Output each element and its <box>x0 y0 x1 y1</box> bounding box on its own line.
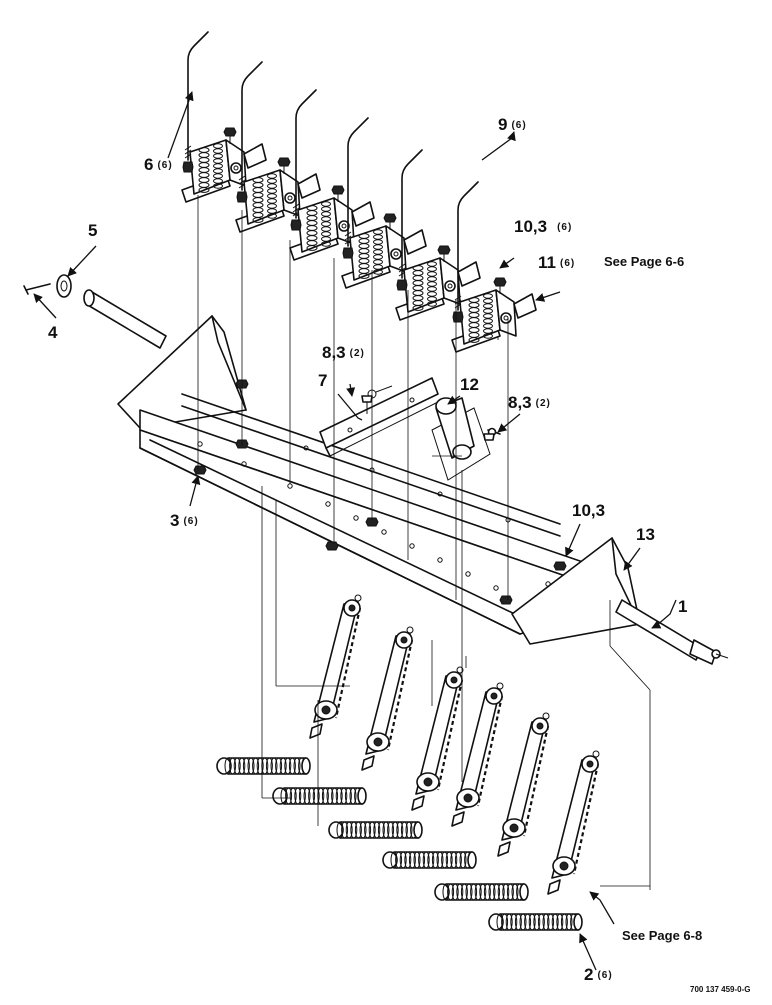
shaft-left <box>23 274 167 349</box>
shaft-right <box>615 599 729 665</box>
tine-rod <box>290 89 317 231</box>
see-page-6-6: See Page 6-6 <box>604 254 684 269</box>
hinge-arms <box>309 594 600 895</box>
coil-spring <box>216 757 311 775</box>
callout-1: 1 <box>678 597 687 616</box>
coil-spring <box>434 883 529 901</box>
hinge-arm <box>411 666 464 811</box>
hinge-arm <box>309 594 362 739</box>
hinge-arm <box>547 750 600 895</box>
callout-8-3-upper: 8,3(2) <box>322 343 365 362</box>
callout-10-3-lower: 10,3 <box>572 501 605 520</box>
coil-spring <box>382 851 477 869</box>
coil-spring <box>488 913 583 931</box>
callout-13: 13 <box>636 525 655 544</box>
coil-spring <box>272 787 367 805</box>
hinge-arm <box>497 712 550 857</box>
callout-12: 12 <box>460 375 479 394</box>
callout-9: 9(6) <box>498 115 527 134</box>
callout-2: 2(6) <box>584 965 613 984</box>
callout-labels: 1 2(6) 3(6) 4 5 6(6) 7 8,3(2) 8,3(2) 9(6… <box>48 115 751 994</box>
callout-6: 6(6) <box>144 155 173 174</box>
spring-holder <box>341 213 427 289</box>
callout-7: 7 <box>318 371 327 390</box>
spring-holder <box>235 157 321 233</box>
tine-rod <box>342 117 369 259</box>
tine-rod <box>452 181 479 323</box>
spring-holder-assemblies <box>181 127 537 353</box>
tine-rods <box>182 31 479 323</box>
callout-8-3-lower: 8,3(2) <box>508 393 551 412</box>
spring-holder <box>181 127 267 203</box>
spring-holder <box>395 245 481 321</box>
callout-5: 5 <box>88 221 97 240</box>
spring-holder <box>289 185 375 261</box>
spring-holder <box>451 277 537 353</box>
callout-3: 3(6) <box>170 511 199 530</box>
coil-spring <box>328 821 423 839</box>
bracket-plate <box>319 377 439 457</box>
guide-lines <box>197 195 651 890</box>
tine-rod <box>396 149 423 291</box>
hinge-arm <box>361 626 414 771</box>
drawing-number: 700 137 459-0-G <box>690 985 751 994</box>
tine-rod <box>236 61 263 203</box>
leader-lines <box>33 91 677 971</box>
hardware <box>193 379 567 605</box>
main-frame <box>117 315 641 645</box>
callout-11: 11(6) <box>538 253 575 272</box>
tine-rod <box>182 31 209 173</box>
hinge-arm <box>451 682 504 827</box>
callout-10-3-upper: 10,3(6) <box>514 217 572 236</box>
coil-springs <box>216 757 583 931</box>
see-page-6-8: See Page 6-8 <box>622 928 702 943</box>
callout-4: 4 <box>48 323 58 342</box>
